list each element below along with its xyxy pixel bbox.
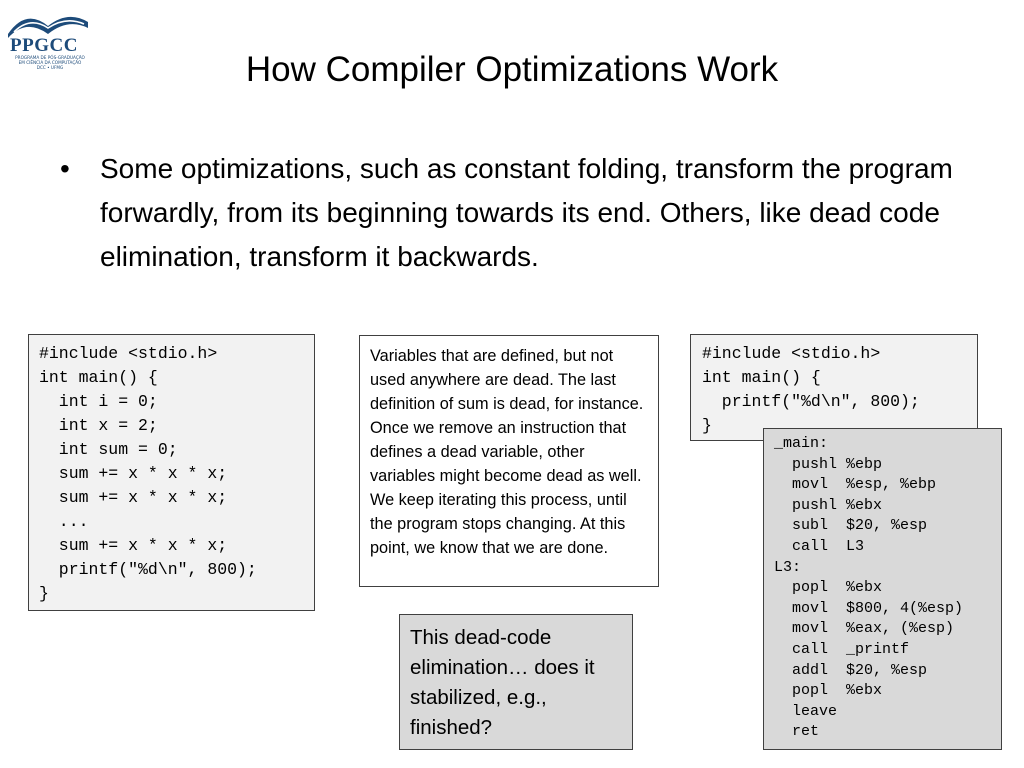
ppgcc-logo: PPGCC PROGRAMA DE PÓS-GRADUAÇÃO EM CIÊNC…: [6, 8, 90, 70]
bullet-text: Some optimizations, such as constant fol…: [100, 153, 953, 272]
explanation-text: Variables that are defined, but not used…: [370, 347, 644, 557]
original-code: #include <stdio.h> int main() { int i = …: [39, 344, 257, 603]
question-box: This dead-code elimination… does it stab…: [399, 614, 633, 750]
question-text: This dead-code elimination… does it stab…: [410, 626, 595, 739]
optimized-code: #include <stdio.h> int main() { printf("…: [702, 344, 920, 435]
original-code-box: #include <stdio.h> int main() { int i = …: [28, 334, 315, 611]
wave-emblem-icon: [8, 16, 88, 38]
optimized-code-box: #include <stdio.h> int main() { printf("…: [690, 334, 978, 441]
logo-brand: PPGCC: [10, 35, 78, 56]
assembly-box: _main: pushl %ebp movl %esp, %ebp pushl …: [763, 428, 1002, 750]
slide-title: How Compiler Optimizations Work: [245, 50, 779, 89]
logo-subtitle: PROGRAMA DE PÓS-GRADUAÇÃO EM CIÊNCIA DA …: [15, 55, 85, 70]
bullet-dot: •: [60, 153, 70, 184]
explanation-box: Variables that are defined, but not used…: [359, 335, 659, 587]
assembly-code: _main: pushl %ebp movl %esp, %ebp pushl …: [774, 435, 964, 741]
